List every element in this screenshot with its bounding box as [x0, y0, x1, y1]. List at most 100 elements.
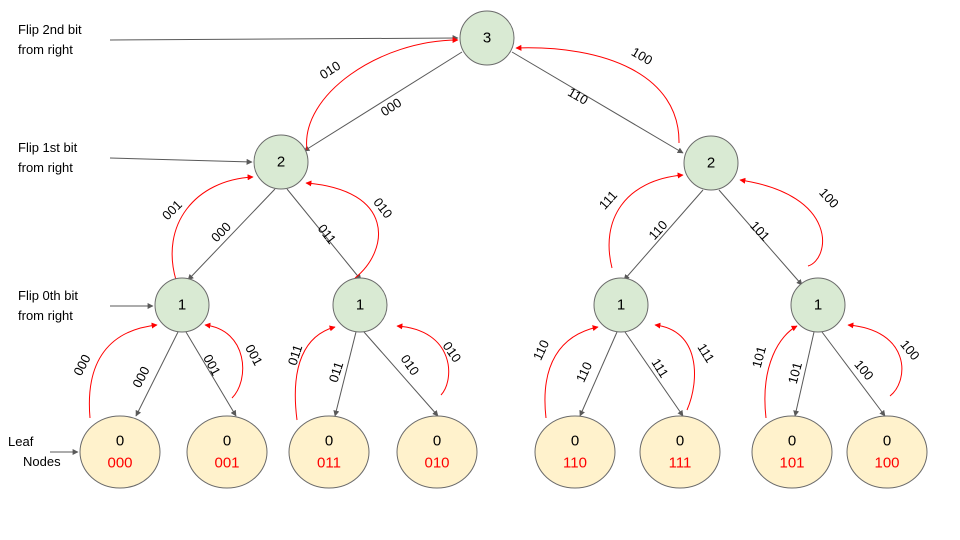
leaf-node-2-value: 0	[325, 433, 333, 450]
leaf-node-6-value: 0	[788, 433, 796, 450]
return-arrow-leaf1-l1a	[204, 322, 244, 399]
return-arrow-l1c-l2right	[608, 172, 684, 269]
node-l2-left-value: 2	[277, 154, 285, 171]
return-arrow-l1d-l2right	[739, 177, 824, 267]
return-arrow-leaf0-l1a	[88, 322, 158, 419]
return-arrow-leaf7-l1d	[847, 322, 903, 397]
label-flip-0th-bit-line1: Flip 0th bit	[18, 288, 78, 303]
leaf-node-0-value: 0	[116, 433, 124, 450]
label-flip-1st-bit-line1: Flip 1st bit	[18, 140, 78, 155]
label-leaf-nodes-line2: Nodes	[23, 454, 61, 469]
edge-label-l1c-leaf5-up: 111	[694, 341, 717, 366]
edge-l1a-leaf0	[135, 331, 179, 417]
edge-l1b-leaf2	[333, 331, 357, 417]
node-l1-c	[593, 277, 649, 333]
edge-root-l2-right	[511, 51, 684, 154]
leaf-node-7-code: 100	[874, 455, 899, 472]
edge-label-l1b-leaf3-up: 010	[440, 339, 465, 365]
edge-label-l1a-leaf1-down: 001	[200, 352, 223, 378]
leaf-node-0	[79, 415, 161, 489]
leaf-node-5	[639, 415, 721, 489]
node-l1-d-value: 1	[814, 297, 822, 314]
node-l1-b	[332, 277, 388, 333]
edge-label-l2r-d-up: 100	[816, 185, 842, 211]
edge-label-l2r-c-up: 111	[596, 188, 620, 213]
edge-label-l1d-leaf6-down: 101	[785, 361, 805, 386]
node-l2-right-value: 2	[707, 155, 715, 172]
return-arrow-leaf3-l1b	[396, 323, 450, 396]
leaf-node-2	[288, 415, 370, 489]
label-flip-1st-bit: Flip 1st bit from right	[18, 138, 77, 178]
leaf-node-0-code: 000	[107, 455, 132, 472]
leaf-node-2-code: 011	[317, 455, 341, 472]
leaf-node-6	[751, 415, 833, 489]
edge-l1b-leaf3	[363, 331, 439, 417]
pointer-arrow-flip-2nd	[109, 35, 459, 42]
leaf-node-1-code: 001	[214, 455, 239, 472]
edge-label-l1d-leaf6-up: 101	[749, 345, 769, 370]
edge-label-l2l-a-down: 000	[208, 219, 234, 245]
edge-label-l1d-leaf7-down: 100	[851, 357, 876, 383]
leaf-node-1	[186, 415, 268, 489]
label-flip-2nd-bit-line1: Flip 2nd bit	[18, 22, 82, 37]
edge-label-l2l-a-up: 001	[159, 197, 185, 223]
edge-l1d-leaf6	[793, 331, 815, 417]
leaf-node-4-code: 110	[563, 455, 587, 472]
label-flip-0th-bit: Flip 0th bit from right	[18, 286, 78, 326]
edge-label-root-left-down: 000	[378, 95, 404, 119]
return-arrow-l1b-l2left	[305, 180, 379, 279]
node-l1-a-value: 1	[178, 297, 186, 314]
edge-l2left-l1a	[187, 188, 276, 281]
edge-label-l1b-leaf2-up: 011	[285, 343, 306, 367]
node-root	[459, 10, 515, 66]
edge-root-l2-left	[303, 51, 463, 152]
return-arrow-l1a-l2left	[171, 174, 254, 281]
node-l2-left	[253, 134, 309, 190]
edge-label-root-right-down: 110	[565, 84, 590, 107]
label-flip-1st-bit-line2: from right	[18, 160, 73, 175]
label-flip-2nd-bit-line2: from right	[18, 42, 73, 57]
edge-l1d-leaf7	[821, 331, 886, 417]
leaf-node-4-value: 0	[571, 433, 579, 450]
edge-l2right-l1c	[623, 189, 704, 281]
edge-label-l2l-b-down: 011	[315, 221, 340, 247]
edge-label-l1a-leaf1-up: 001	[242, 342, 265, 368]
return-arrow-leaf5-l1c	[654, 322, 695, 411]
node-l1-d	[790, 277, 846, 333]
leaf-node-1-value: 0	[223, 433, 231, 450]
node-l1-c-value: 1	[617, 297, 625, 314]
return-arrow-l2right-root	[515, 44, 680, 144]
leaf-node-3-value: 0	[433, 433, 441, 450]
edge-label-l1b-leaf2-down: 011	[326, 360, 347, 384]
node-l1-b-value: 1	[356, 297, 364, 314]
edge-label-l1c-leaf4-up: 110	[530, 337, 552, 362]
return-arrow-l2left-root	[306, 37, 459, 151]
leaf-node-5-code: 111	[669, 455, 692, 472]
leaf-node-7-value: 0	[883, 433, 891, 450]
edge-l1a-leaf1	[185, 331, 237, 417]
edge-label-l1c-leaf5-down: 111	[648, 356, 671, 381]
label-flip-0th-bit-line2: from right	[18, 308, 73, 323]
edge-l1c-leaf5	[624, 331, 684, 417]
pointer-arrow-flip-1st	[109, 157, 253, 165]
leaf-node-4	[534, 415, 616, 489]
leaf-node-7	[846, 415, 928, 489]
edge-label-root-left-up: 010	[317, 58, 343, 82]
edge-l2right-l1d	[718, 189, 803, 286]
edge-l2left-l1b	[286, 188, 362, 281]
return-arrow-leaf2-l1b	[294, 325, 336, 421]
label-leaf-nodes: Leaf Nodes	[8, 432, 61, 472]
edge-label-l2r-c-down: 110	[645, 217, 670, 242]
return-arrow-leaf4-l1c	[544, 325, 599, 419]
leaf-node-3-code: 010	[424, 455, 449, 472]
edge-label-l1c-leaf4-down: 110	[573, 359, 595, 384]
node-l2-right	[683, 135, 739, 191]
edge-label-l1a-leaf0-up: 000	[70, 352, 93, 378]
edge-label-l2l-b-up: 010	[370, 195, 395, 221]
node-root-value: 3	[483, 30, 491, 47]
edge-l1c-leaf4	[579, 331, 618, 417]
label-flip-2nd-bit: Flip 2nd bit from right	[18, 20, 82, 60]
label-leaf-nodes-line1: Leaf	[8, 434, 34, 449]
